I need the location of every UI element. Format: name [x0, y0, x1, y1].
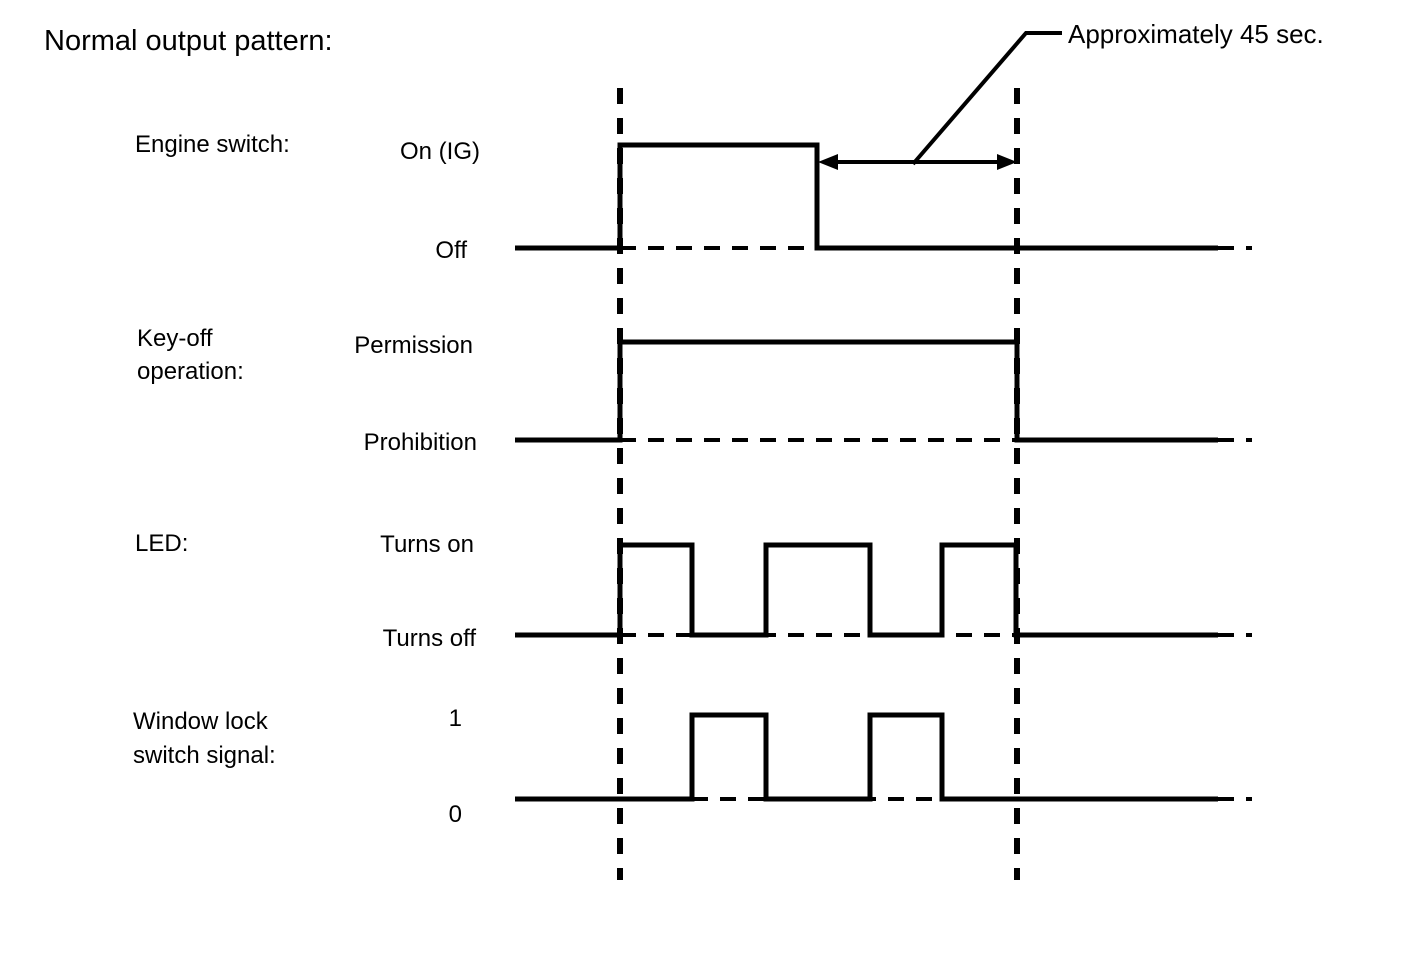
level-label-window-lock-0: 0 [449, 801, 462, 828]
level-label-engine-on: On (IG) [400, 138, 480, 165]
annotation-leader-line [911, 31, 1062, 166]
level-label-window-lock-1: 1 [449, 705, 462, 732]
level-label-led-turns-on: Turns on [380, 531, 474, 558]
page-title: Normal output pattern: [44, 25, 333, 57]
signal-label-key-off-operation-line2: operation: [137, 358, 244, 385]
waveform-key-off-operation [515, 339, 1218, 443]
level-label-keyoff-permission: Permission [354, 332, 473, 359]
waveform-window-lock-switch [515, 712, 1218, 802]
waveform-led [515, 542, 1218, 638]
signal-label-key-off-operation-line1: Key-off [137, 325, 213, 352]
level-label-led-turns-off: Turns off [383, 625, 477, 652]
signal-label-led: LED: [135, 530, 188, 557]
waveform-engine-switch [515, 142, 1218, 251]
annotation-duration-label: Approximately 45 sec. [1068, 19, 1324, 49]
signal-label-window-lock-line2: switch signal: [133, 742, 276, 769]
duration-arrow-head-right [997, 154, 1017, 170]
signal-label-engine-switch: Engine switch: [135, 131, 290, 158]
level-label-keyoff-prohibition: Prohibition [364, 429, 477, 456]
signal-label-window-lock-line1: Window lock [133, 708, 269, 735]
level-label-engine-off: Off [435, 237, 467, 264]
duration-arrow-head-left [818, 154, 838, 170]
